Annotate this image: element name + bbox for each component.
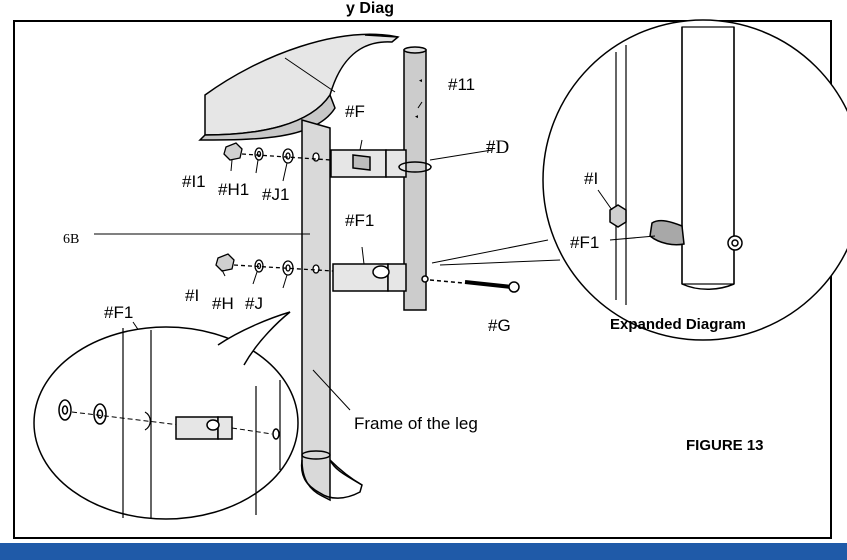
lower-hardware [215, 253, 334, 276]
label-part-j1: #J1 [262, 185, 289, 204]
label-part-i1: #I1 [182, 172, 206, 191]
upper-hardware [223, 142, 332, 164]
expanded-view [542, 19, 847, 341]
bottom-bar [0, 543, 847, 560]
post-11: ◄ ◄ [403, 46, 427, 311]
leg-tube [300, 119, 363, 502]
label-exp-f1: #F1 [570, 233, 599, 252]
label-part-h1: #H1 [218, 180, 249, 199]
expanded-diagram-caption: Expanded Diagram [610, 316, 746, 333]
label-part-d: #D [486, 137, 509, 158]
seat [198, 33, 400, 141]
inset-view [33, 311, 299, 520]
label-part-h: #H [212, 294, 234, 313]
label-part-6b: 6B [63, 232, 79, 247]
figure-caption: FIGURE 13 [686, 437, 764, 454]
bracket-f1 [332, 263, 407, 292]
figure-border [13, 20, 832, 539]
label-frame-of-leg: Frame of the leg [354, 414, 478, 433]
label-part-j: #J [245, 294, 263, 313]
svg-text:◄: ◄ [418, 78, 423, 84]
label-exp-i: #I [584, 169, 598, 188]
label-part-f1-inset: #F1 [104, 303, 133, 322]
label-part-11: #11 [448, 75, 475, 94]
bracket-f [330, 149, 432, 178]
header-title: y Diag [346, 0, 394, 17]
svg-text:◄: ◄ [414, 114, 419, 120]
label-part-i: #I [185, 286, 199, 305]
label-part-f1-top: #F1 [345, 211, 374, 230]
label-part-f: #F [345, 102, 365, 121]
label-part-g: #G [488, 316, 511, 335]
bolt-g [421, 275, 520, 293]
